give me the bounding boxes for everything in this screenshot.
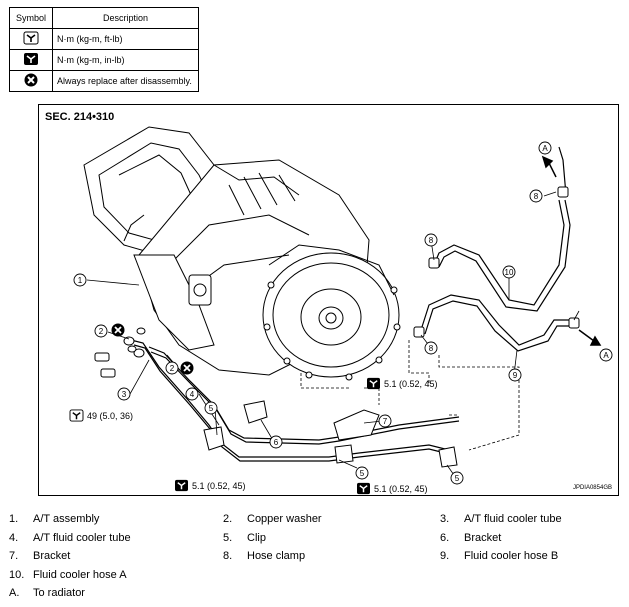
torque-wrench-nm-kgm-inlb-icon [24,53,38,65]
legend-item: 9.Fluid cooler hose B [440,550,559,562]
callout-5: 5 [355,466,369,480]
legend-item: 5.Clip [223,532,266,544]
callout-label: 8 [429,236,434,245]
to-radiator-arrows [541,155,602,346]
torque-wrench-nm-kgm-ftlb-icon [69,409,84,422]
callout-label: 4 [190,390,195,399]
ref-a-right: A [599,348,613,362]
legend-item: 1.A/T assembly [9,513,100,525]
ref-label: A [603,351,609,360]
hose-clamps [413,186,580,338]
callout-label: 2 [99,327,104,336]
description-header: Description [52,7,199,29]
callout-8: 8 [529,189,543,203]
callout-markers: 1 2 2 3 4 5 5 5 6 7 8 8 8 9 10 A A [73,141,613,485]
torque-value: 5.1 (0.52, 45) [374,483,428,494]
callout-label: 5 [360,469,365,478]
callout-5: 5 [450,471,464,485]
symbol-table: Symbol Description N·m (kg-m, ft-lb) N·m… [9,7,199,92]
legend-item: 3.A/T fluid cooler tube [440,513,562,525]
callout-label: 8 [534,192,539,201]
symbol-row-desc: N·m (kg-m, in-lb) [52,49,199,71]
torque-wrench-nm-kgm-inlb-icon [357,482,370,495]
legend-item: 8.Hose clamp [223,550,306,562]
callout-2: 2 [165,361,179,375]
ref-label: A [542,144,548,153]
legend-item: A.To radiator [9,587,85,599]
torque-spec-union-bolt: 49 (5.0, 36) [69,409,133,422]
symbol-header: Symbol [9,7,53,29]
callout-label: 8 [429,344,434,353]
torque-wrench-nm-kgm-inlb-icon [367,377,380,390]
callout-label: 7 [383,417,388,426]
callout-label: 10 [505,268,514,277]
callout-9: 9 [508,368,522,382]
cooler-hoses [420,146,571,352]
callout-7: 7 [378,414,392,428]
callout-label: 1 [78,276,83,285]
callout-label: 5 [209,404,214,413]
symbol-row-desc: N·m (kg-m, ft-lb) [52,28,199,50]
callout-label: 9 [513,371,518,380]
callout-2: 2 [94,324,108,338]
callout-5: 5 [204,401,218,415]
diagram-drawing: 1 2 2 3 4 5 5 5 6 7 8 8 8 9 10 A A [73,126,613,485]
legend-item: 7.Bracket [9,550,71,562]
callout-3: 3 [117,387,131,401]
callout-1: 1 [73,273,87,287]
legend-item: 6.Bracket [440,532,502,544]
brackets [203,400,458,468]
callout-label: 6 [274,438,279,447]
torque-spec-bracket-bolt: 5.1 (0.52, 45) [366,377,438,390]
section-title: SEC. 214•310 [45,111,115,123]
torque-spec-clip-bolt: 5.1 (0.52, 45) [174,479,246,492]
union-bolts [94,327,146,378]
legend-item: 10.Fluid cooler hose A [9,569,127,581]
legend-item: 2.Copper washer [223,513,322,525]
ref-a-top: A [538,141,552,155]
exploded-diagram: SEC. 214•310 [38,104,619,496]
callout-8: 8 [424,341,438,355]
callout-label: 2 [170,364,175,373]
callout-8: 8 [424,233,438,247]
torque-spec-lower-bolt: 5.1 (0.52, 45) [356,482,428,495]
callout-label: 5 [455,474,460,483]
torque-value: 5.1 (0.52, 45) [384,378,438,389]
symbol-row-desc: Always replace after disassembly. [52,70,199,92]
legend-item: 4.A/T fluid cooler tube [9,532,131,544]
callout-label: 3 [122,390,127,399]
callout-6: 6 [269,435,283,449]
figure-code: JPDIA0854GB [572,485,612,491]
always-replace-icon [24,73,38,87]
callout-4: 4 [185,387,199,401]
torque-value: 49 (5.0, 36) [87,410,134,421]
at-assembly-drawing [83,126,401,381]
torque-wrench-nm-kgm-ftlb-icon [23,31,39,45]
callout-10: 10 [502,265,516,279]
torque-value: 5.1 (0.52, 45) [192,480,246,491]
torque-wrench-nm-kgm-inlb-icon [175,479,188,492]
